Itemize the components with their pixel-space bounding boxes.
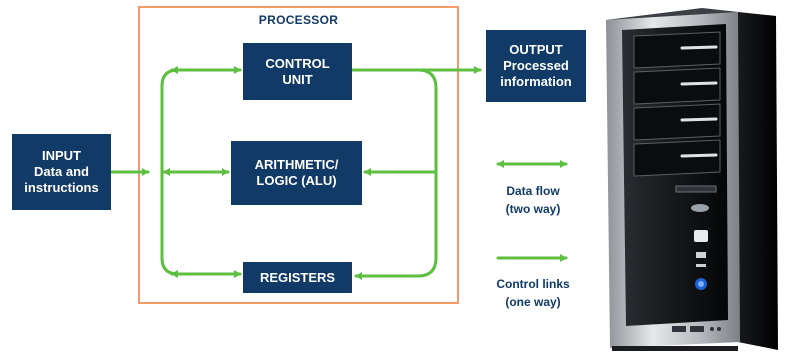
legend-data-flow-line-1: Data flow bbox=[506, 184, 560, 198]
legend-control-links-line-2: (one way) bbox=[505, 295, 561, 309]
left-bus-line bbox=[160, 68, 180, 276]
processor-title: PROCESSOR bbox=[258, 13, 339, 27]
legend-control-links-line-1: Control links bbox=[496, 277, 570, 291]
control-unit-line-1: CONTROL bbox=[265, 55, 330, 71]
legend-data-flow-line-2: (two way) bbox=[505, 202, 561, 216]
legend-control-links: Control links (one way) bbox=[478, 275, 588, 311]
alu-line-1: ARITHMETIC/ bbox=[254, 157, 339, 172]
input-subtitle-2: instructions bbox=[24, 180, 99, 195]
output-box: OUTPUT Processed information bbox=[486, 30, 586, 102]
right-bus-line bbox=[360, 68, 438, 278]
control-unit-line-2: UNIT bbox=[282, 71, 313, 87]
input-title: INPUT bbox=[42, 148, 81, 163]
desktop-tower-icon bbox=[606, 8, 778, 351]
control-unit-box: CONTROL UNIT bbox=[243, 43, 352, 100]
legend-data-flow: Data flow (two way) bbox=[478, 182, 588, 218]
output-subtitle-1: Processed bbox=[503, 58, 569, 73]
output-title: OUTPUT bbox=[509, 42, 563, 57]
registers-box: REGISTERS bbox=[243, 262, 352, 293]
processor-frame bbox=[138, 6, 459, 304]
input-box: INPUT Data and instructions bbox=[12, 134, 111, 210]
output-subtitle-2: information bbox=[500, 74, 572, 89]
alu-box: ARITHMETIC/ LOGIC (ALU) bbox=[231, 141, 362, 205]
alu-line-2: LOGIC (ALU) bbox=[256, 173, 337, 188]
registers-label: REGISTERS bbox=[259, 269, 336, 285]
input-subtitle-1: Data and bbox=[34, 164, 89, 179]
